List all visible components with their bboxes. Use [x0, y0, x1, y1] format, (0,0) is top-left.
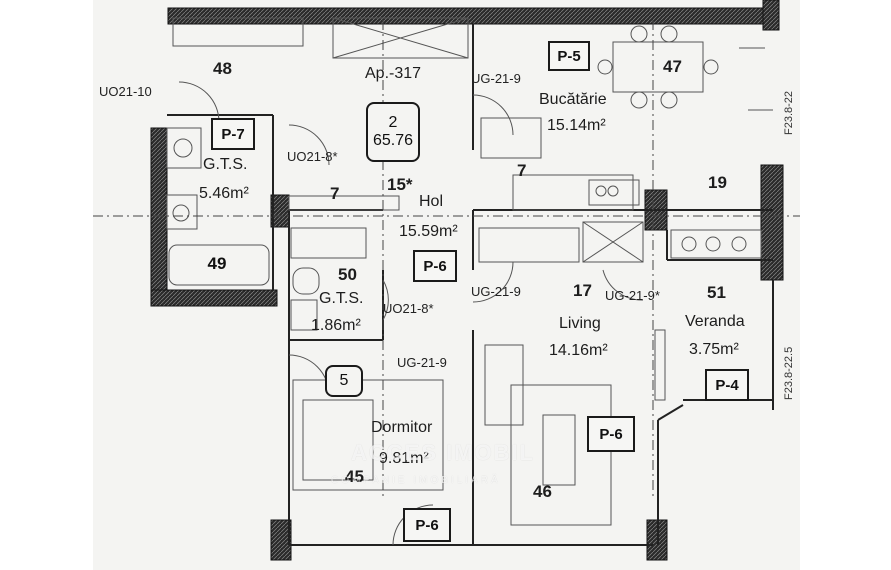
- room-number-45: 45: [345, 467, 364, 486]
- grid-reference-2: F23.8-22.5: [783, 346, 795, 400]
- floor-plan: 48 Ap.-317 2 65.76 P-5 47 Bucătărie 15.1…: [93, 0, 800, 570]
- apartment-code: 2: [388, 114, 398, 131]
- room-number-51: 51: [707, 283, 726, 302]
- door-code-ug21-9-low: UG-21-9: [397, 355, 447, 370]
- apartment-label: Ap.-317: [365, 65, 422, 82]
- room-number-19: 19: [708, 173, 727, 192]
- watermark-tagline: COMPANIE IMOBILIARĂ: [331, 475, 501, 486]
- room-number-46: 46: [533, 482, 552, 501]
- room-name-gts-small: G.T.S.: [319, 290, 364, 307]
- door-code-ug21-9-star: UG-21-9*: [605, 288, 660, 303]
- partition-p6-dormitor: P-6: [403, 508, 451, 542]
- room-area-kitchen: 15.14m²: [547, 117, 606, 134]
- room-number-15: 15*: [387, 175, 413, 194]
- room-number-49: 49: [207, 254, 227, 273]
- door-code-ug21-9-mid: UG-21-9: [471, 284, 521, 299]
- room-area-dormitor: 9.81m²: [379, 450, 429, 467]
- room-name-gts-large: G.T.S.: [203, 156, 248, 173]
- partition-p6-living: P-6: [587, 416, 635, 452]
- room-number-7-right: 7: [517, 161, 527, 180]
- room-number-47: 47: [663, 57, 682, 76]
- apartment-badge: 2 65.76: [366, 102, 420, 162]
- room-name-veranda: Veranda: [685, 313, 745, 330]
- floor-plan-drawing: [93, 0, 800, 561]
- room-area-gts-small: 1.86m²: [311, 317, 361, 334]
- door-code-uo21-8-a: UO21-8*: [287, 149, 338, 164]
- partition-p6-hol: P-6: [413, 250, 457, 282]
- partition-p5: P-5: [548, 41, 590, 71]
- room-number-7-left: 7: [330, 184, 340, 203]
- door-code-uo21-10: UO21-10: [99, 84, 152, 99]
- partition-p4: P-4: [705, 369, 749, 401]
- window-tag-5: 5: [325, 365, 363, 397]
- grid-reference-1: F23.8-22: [783, 90, 795, 135]
- room-name-living: Living: [559, 315, 601, 332]
- room-area-gts-large: 5.46m²: [199, 185, 249, 202]
- apartment-area: 65.76: [372, 132, 414, 149]
- door-code-uo21-8-b: UO21-8*: [383, 301, 434, 316]
- room-area-veranda: 3.75m²: [689, 341, 739, 358]
- door-code-ug21-9-top: UG-21-9: [471, 71, 521, 86]
- room-name-hol: Hol: [419, 193, 444, 210]
- room-area-living: 14.16m²: [549, 342, 608, 359]
- room-number-17: 17: [573, 281, 592, 300]
- room-area-hol: 15.59m²: [399, 223, 458, 240]
- room-number-50: 50: [338, 265, 357, 284]
- room-name-dormitor: Dormitor: [371, 419, 433, 436]
- room-number-48: 48: [213, 59, 232, 78]
- watermark-brand: ACCES IMOBIL: [351, 440, 536, 465]
- room-name-kitchen: Bucătărie: [539, 91, 607, 108]
- partition-p7: P-7: [211, 118, 255, 150]
